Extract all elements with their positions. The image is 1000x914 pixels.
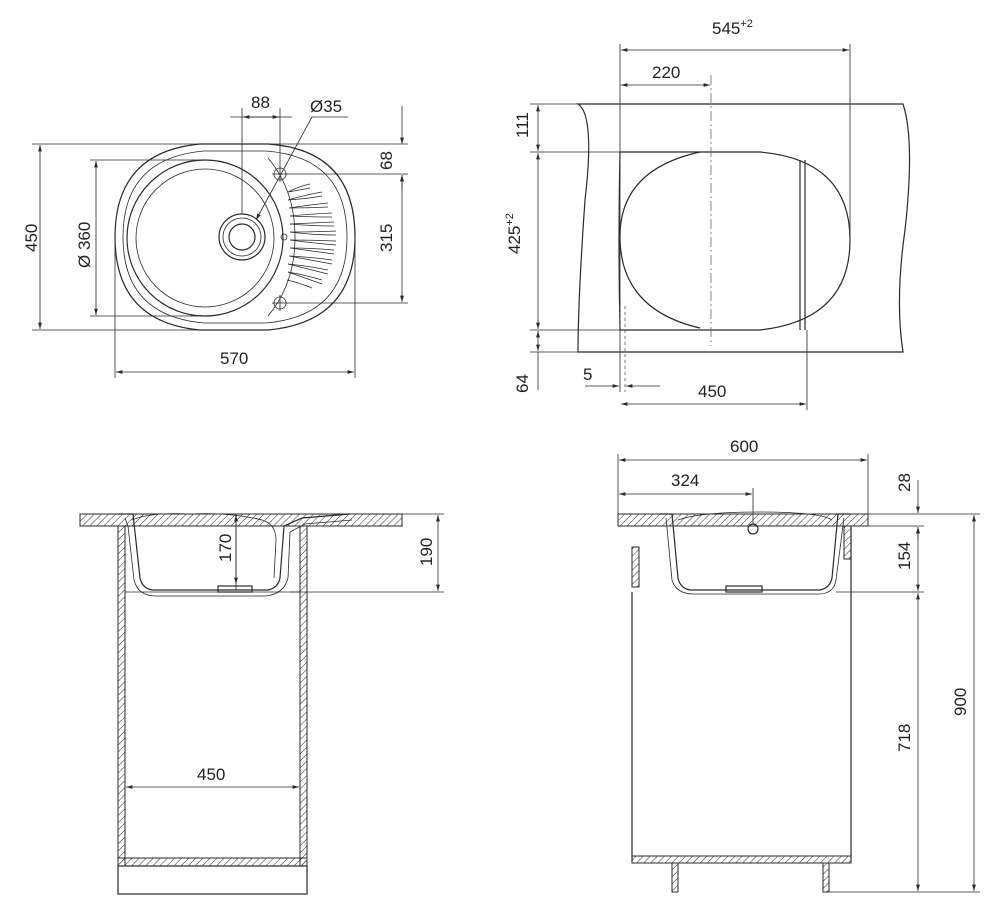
- leg-left: [671, 862, 679, 893]
- dim-bowl-diameter: Ø 360: [75, 222, 94, 268]
- drain-side: [725, 585, 763, 593]
- leg-right: [822, 862, 830, 893]
- dim-cabinet-width-top: 450: [698, 382, 726, 401]
- cabinet-bottom-side: [631, 855, 852, 864]
- drain-inner: [228, 223, 256, 251]
- dim-hole-diameter: Ø35: [310, 97, 342, 116]
- side-view: 600 324 28 154 718 900: [617, 437, 980, 893]
- dim-bowl-depth: 170: [216, 534, 235, 562]
- drain-front: [217, 585, 253, 593]
- drain-outer: [218, 213, 266, 261]
- cabinet-bottom: [117, 857, 308, 867]
- sink-rim-inner: [122, 150, 348, 324]
- cabinet-left-wall: [117, 525, 126, 867]
- overflow-hole: [280, 233, 288, 241]
- cabinet-front-wall: [843, 525, 852, 560]
- bowl-inside-front: [131, 513, 277, 579]
- dim-tap-offset: 68: [377, 151, 396, 170]
- bowl-outer: [126, 159, 284, 317]
- dim-gap: 5: [583, 365, 592, 384]
- dim-countertop-thickness: 28: [895, 473, 914, 492]
- cabinet-plinth: [117, 865, 308, 895]
- dim-total-height: 900: [951, 688, 970, 716]
- countertop-side: [617, 513, 869, 527]
- cabinet-right-wall: [299, 525, 308, 867]
- dim-under-depth: 154: [895, 542, 914, 570]
- cutout-view: 545+2 220 111 425+2 64 5 450: [504, 18, 911, 410]
- sink-outline: [114, 143, 356, 331]
- drainboard-ribs: [286, 183, 337, 289]
- dim-overall-width: 570: [220, 349, 248, 368]
- dim-overall-height: 450: [22, 224, 41, 252]
- dim-top-margin: 111: [513, 112, 532, 138]
- cabinet-back-wall: [631, 546, 640, 588]
- dim-bottom-margin: 64: [513, 374, 532, 393]
- dim-drain-offset: 88: [251, 93, 270, 112]
- dim-total-depth: 190: [417, 538, 436, 566]
- dim-cabinet-height: 718: [895, 724, 914, 752]
- sink-section-side: [660, 513, 850, 591]
- dim-cabinet-width-front: 450: [197, 765, 225, 784]
- cutout-shape: [618, 151, 851, 331]
- drain-mid: [222, 217, 262, 257]
- countertop-outline: [575, 103, 911, 353]
- sink-section-front: [118, 513, 351, 591]
- dim-countertop-depth: 600: [730, 437, 758, 456]
- cutout-left-arc: [619, 151, 701, 329]
- dim-cutout-width: 545+2: [712, 18, 753, 38]
- drainboard-edge: [267, 157, 296, 317]
- dim-drain-position: 324: [671, 471, 699, 490]
- countertop-front: [79, 513, 403, 527]
- top-view: 450 Ø 360 570 88 Ø35 68 315: [22, 93, 408, 378]
- front-view: 170 190 450: [79, 513, 444, 895]
- dim-drainboard: 315: [377, 224, 396, 252]
- dim-cutout-height: 425+2: [504, 213, 524, 254]
- bowl-inner: [135, 168, 275, 308]
- dim-cutout-center: 220: [652, 63, 680, 82]
